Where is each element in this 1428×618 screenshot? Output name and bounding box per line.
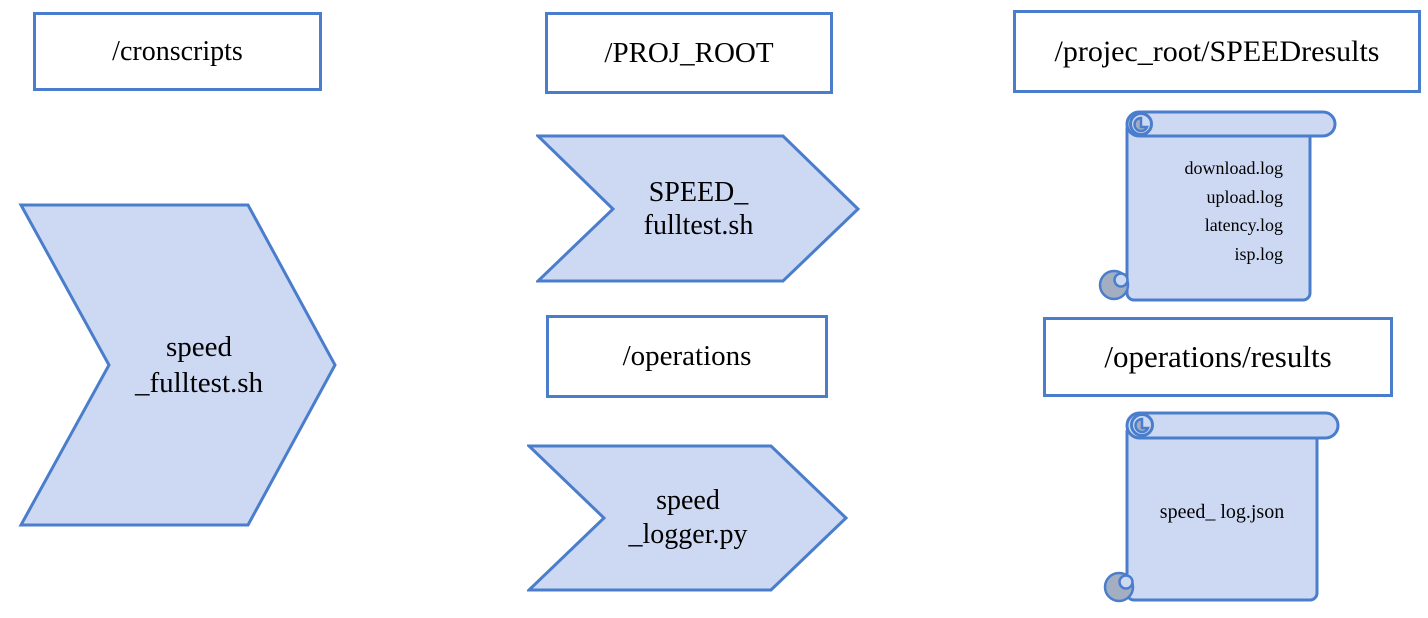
folder-box-operations-results-label: /operations/results xyxy=(1104,339,1332,374)
chevron-speed-fulltest-sh-caps: SPEED_ fulltest.sh xyxy=(536,134,861,283)
chevron-polygon xyxy=(18,203,337,527)
chevron-speed-logger-py: speed _logger.py xyxy=(527,444,849,592)
folder-box-cronscripts: /cronscripts xyxy=(33,12,322,91)
chevron-polygon xyxy=(527,444,849,592)
scroll-speed-log-json: speed_ log.json xyxy=(1102,410,1342,606)
folder-box-proj-root-label: /PROJ_ROOT xyxy=(604,36,774,69)
scroll-top-spiral-eye xyxy=(1134,417,1150,434)
folder-box-operations-results: /operations/results xyxy=(1043,317,1393,397)
scroll-body xyxy=(1125,120,1312,302)
folder-box-proj-root: /PROJ_ROOT xyxy=(545,12,833,94)
chevron-shape xyxy=(527,444,849,592)
folder-box-operations: /operations xyxy=(546,315,828,398)
scroll-top-roll xyxy=(1125,110,1337,138)
folder-box-projec-root-speedresults: /projec_root/SPEEDresults xyxy=(1013,10,1421,93)
chevron-polygon xyxy=(536,134,861,283)
chevron-shape xyxy=(536,134,861,283)
scroll-bottom-curl-eye xyxy=(1118,574,1134,590)
scroll-speed-logs: download.log upload.log latency.log isp.… xyxy=(1097,108,1340,304)
chevron-shape xyxy=(18,203,337,527)
chevron-speed-fulltest-sh: speed _fulltest.sh xyxy=(18,202,340,528)
scroll-shape xyxy=(1098,110,1337,302)
folder-box-cronscripts-label: /cronscripts xyxy=(112,35,243,67)
scroll-top-roll xyxy=(1125,411,1340,440)
folder-box-projec-root-speedresults-label: /projec_root/SPEEDresults xyxy=(1054,34,1380,68)
scroll-top-spiral-eye xyxy=(1133,116,1149,133)
scroll-body xyxy=(1125,423,1319,602)
folder-box-operations-label: /operations xyxy=(622,340,752,372)
scroll-shape xyxy=(1103,411,1340,603)
scroll-bottom-curl-eye xyxy=(1113,272,1129,288)
